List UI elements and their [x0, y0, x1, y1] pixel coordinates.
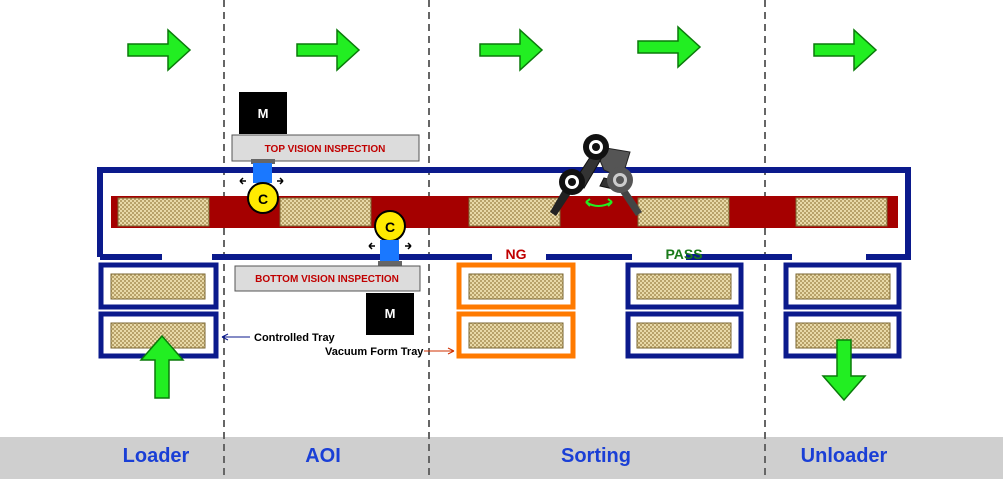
conveyor-frame	[97, 167, 911, 260]
controlled-tray-label: Controlled Tray	[254, 332, 336, 344]
top-camera-label: C	[258, 191, 268, 207]
flow-arrows	[127, 25, 878, 72]
ng-bin-label: NG	[506, 246, 527, 262]
bottom-camera: C	[368, 210, 412, 266]
vacuum-form-tray-label: Vacuum Form Tray	[325, 346, 424, 358]
flow-arrow-right-icon	[813, 28, 878, 72]
bottom-motor	[366, 293, 414, 335]
belt-devices	[117, 197, 888, 227]
top-camera: C	[239, 159, 284, 214]
station-dividers	[223, 0, 766, 479]
loader-up-arrow-icon	[139, 334, 185, 399]
device	[117, 197, 210, 227]
flow-arrow-right-icon	[296, 28, 361, 72]
pass-bin-label: PASS	[665, 246, 702, 262]
station-label-aoi: AOI	[305, 445, 341, 467]
bottom-vision-inspection-label: BOTTOM VISION INSPECTION	[255, 274, 399, 285]
station-label-sorting: Sorting	[561, 445, 631, 467]
bottom-camera-label: C	[385, 219, 395, 235]
device	[795, 197, 888, 227]
bottom-motor-label: M	[385, 306, 396, 321]
device	[468, 197, 561, 227]
flow-arrow-right-icon	[127, 28, 192, 72]
sorting-robot-arm	[550, 134, 642, 216]
top-vision-inspection-box	[231, 134, 420, 162]
arrow-left-icon	[368, 242, 375, 250]
flow-arrow-right-icon	[479, 28, 544, 72]
device	[279, 197, 372, 227]
station-label-loader: Loader	[123, 445, 190, 467]
unloader-down-arrow-icon	[821, 339, 867, 402]
arrow-left-icon	[239, 177, 246, 185]
top-motor	[239, 92, 287, 134]
arrow-right-icon	[277, 177, 284, 185]
controlled-tray-callout: Controlled Tray	[221, 332, 336, 344]
flow-arrow-right-icon	[637, 25, 702, 69]
station-label-unloader: Unloader	[801, 445, 888, 467]
camera-icon	[247, 182, 279, 214]
arrow-right-icon	[405, 242, 412, 250]
top-motor-label: M	[258, 106, 269, 121]
tray-stacks	[98, 262, 902, 359]
bottom-vision-inspection-box	[234, 265, 421, 292]
station-footer	[0, 437, 1003, 479]
vacuum-tray-callout: Vacuum Form Tray	[325, 346, 455, 358]
top-vision-inspection-label: TOP VISION INSPECTION	[265, 144, 386, 155]
device	[637, 197, 730, 227]
